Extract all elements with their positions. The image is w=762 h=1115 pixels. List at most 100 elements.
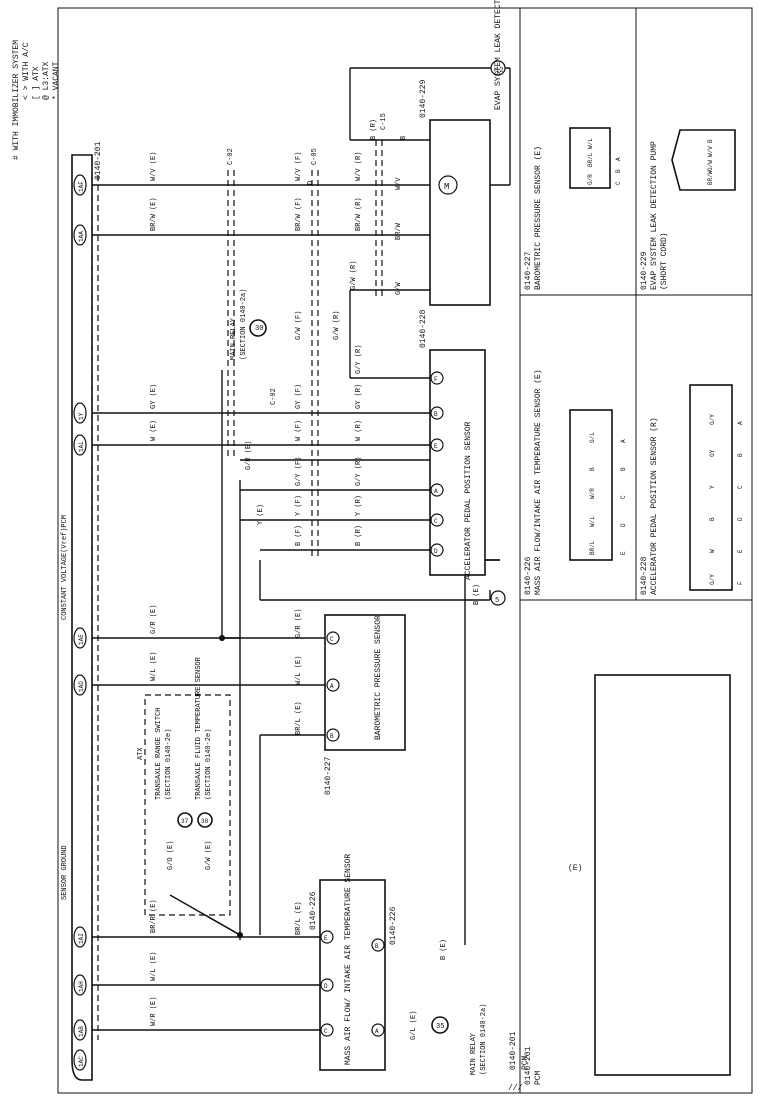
maf-code-1: 0140-226 [309,891,318,930]
wire-label: W/V (F) [295,152,303,181]
wire-label: G/Y (R) [355,457,363,486]
view229-code: 0140-229 [640,251,649,290]
pcm-terminal-1AA [73,224,87,246]
wire-label: G/L (E) [410,1011,418,1040]
baro-pin-label: C [330,636,334,643]
tf-section: (SECTION 0140-2e) [205,729,213,800]
wire-label: G/W (R) [333,311,341,340]
app-pin [430,513,444,527]
signal-wires [91,175,510,1040]
app-pin [430,543,444,557]
baro-sensor-name: BAROMETRIC PRESSURE SENSOR [374,615,383,740]
baro-sensor-code: 0140-227 [324,756,333,795]
baro-pin-label: B [330,733,334,740]
connector-cell: D [737,517,744,521]
terminal-label: 1AL [78,441,85,452]
pcm-name: PCM [521,1055,530,1070]
connector-cell: BR/L [589,540,596,555]
pcm-terminal-1AC [73,1049,87,1071]
wire-label: BR/W (R) [355,197,363,231]
baro-pin [326,678,340,692]
app-wires [169,289,430,940]
wire-label: G/W [395,282,403,295]
connector-cell: B [709,517,716,521]
pcm-terminal-1AE [73,627,87,649]
svg-text:M: M [444,182,449,192]
connector-cell: B [707,139,714,143]
maf-pin [320,930,334,944]
view226-code: 0140-226 [524,556,533,595]
wire-label: B (R) [355,525,363,546]
terminal-label: 1AF [78,181,85,192]
wire-label: BR/W (E) [150,197,158,231]
connector-cell: GY [709,449,716,457]
view201-code: 0140-201 [524,1046,533,1085]
wire-label: Y (F) [295,495,303,516]
maf-sensor-box [319,879,386,1071]
legend-atx: [ ] ATX [32,66,41,100]
wire-label: G/Y (F) [295,457,303,486]
legend-ac: < > WITH A/C [22,42,31,100]
views-section [520,8,752,1076]
connector-lines [227,140,383,560]
connector-cell: BR/L [587,152,594,167]
legend-vacant: * VACANT [52,61,61,100]
view227-code: 0140-227 [524,251,533,290]
wire-label: G/O (E) [167,841,175,870]
pcm-terminal-1AD [73,674,87,696]
pcm-terminal-1AL [73,434,87,456]
tr-name: TRANSAXLE RANGE SWITCH [155,708,163,800]
terminal-label: 1AI [78,933,85,944]
main-relay2-section: (SECTION 0140-2a) [480,1004,488,1075]
connector-cell: W/L [587,138,594,149]
wire-label: W/V [395,177,403,190]
view229-name: EVAP SYSTEM LEAK DETECTION PUMP [650,141,659,290]
node-12 [490,60,506,76]
maf-pin [320,1023,334,1037]
constant-voltage-label: CONSTANT VOLTAGE(Vref)PCM [61,515,69,620]
main-relay-section: (SECTION 0140-2a) [240,289,248,360]
pcm-terminal-1AB [73,1019,87,1041]
wire-label: W/R (E) [150,997,158,1026]
connector-cell: A [620,439,627,443]
wire-label: BR/L (E) [295,701,303,735]
wire-label: G/W (R) [350,261,358,290]
tr-num: 37 [181,818,189,825]
relay-30-icon [249,319,267,337]
connector-cell: E [737,549,744,553]
connector-cell: B [737,453,744,457]
wire-label: B (E) [440,939,448,960]
tf-num: 38 [201,818,209,825]
view201-side: (E) [568,864,582,873]
terminal-label: 1AD [78,681,85,692]
main-relay2-name: MAIN RELAY [470,1032,478,1075]
joint-label: C-05 [311,148,319,165]
app-pin-label: C [434,518,438,525]
connector-cell: G/R [587,174,594,185]
connector-cell: B [615,169,622,173]
wire-label: BR/L (E) [295,901,303,935]
wire-label: BR/R (E) [150,899,158,933]
wire-label: B [400,136,408,140]
wire-label: GY (F) [295,384,303,409]
maf-pin-label: A [375,1028,379,1035]
tf-name: TRANSAXLE FLUID TEMPERATURE SENSOR [195,656,203,800]
terminal-label: 1AB [78,1026,85,1037]
connector-cell: G/Y [709,574,716,585]
app-pin-label: F [434,376,438,383]
wire-label: GY (R) [355,384,363,409]
connector-cell: W/V [707,146,714,157]
atx-dashed-box [144,694,231,916]
terminal-label: 1Y [78,412,85,420]
app-pin-label: B [434,411,438,418]
app-pin [430,438,444,452]
baro-pin [326,728,340,742]
terminal-label: 1AE [78,634,85,645]
connector-cell: B [589,467,596,471]
wire-label: BR/W [395,222,403,240]
maf-code-2: 0140-226 [389,906,398,945]
connector-cell: F [737,581,744,585]
connector-cell: W/R [589,488,596,499]
wire-label: W/V (E) [150,152,158,181]
